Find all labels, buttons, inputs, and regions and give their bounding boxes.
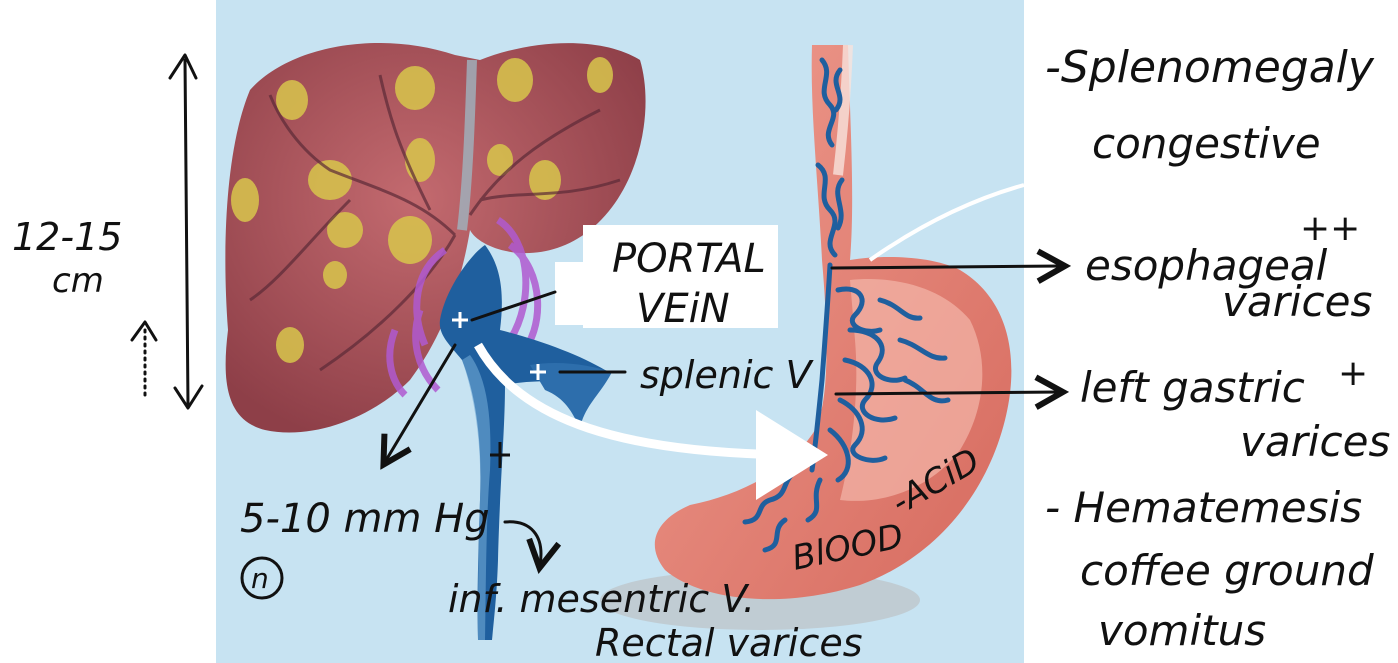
portal-vein-label-line2: VEiN	[636, 286, 730, 332]
portal-vein-label-line1: PORTAL	[612, 236, 766, 282]
esophageal-varices-label: varices	[1222, 277, 1372, 326]
size-unit: cm	[52, 261, 104, 301]
size-arrow	[170, 55, 202, 408]
left-gastric-label: left gastric	[1080, 363, 1305, 412]
rectal-varices-label: Rectal varices	[595, 621, 863, 663]
vomitus-label: vomitus	[1098, 606, 1266, 655]
left-gastric-plus: +	[1338, 353, 1368, 394]
congestive-label: congestive	[1092, 119, 1321, 168]
small-up-arrow	[132, 322, 156, 395]
left-gastric-arrow	[836, 392, 1060, 394]
pressure-label: 5-10 mm Hg	[240, 496, 490, 542]
hematemesis-label: - Hematemesis	[1045, 483, 1362, 532]
esophageal-plus: ++	[1300, 208, 1360, 249]
left-gastric-varices-label: varices	[1240, 417, 1390, 466]
splenic-vein-label: splenic V	[640, 353, 814, 397]
splenomegaly-label: -Splenomegaly	[1045, 42, 1375, 93]
inf-mesenteric-label: inf. mesentric V.	[448, 577, 755, 621]
esophageal-arrow	[832, 266, 1062, 268]
size-value: 12-15	[12, 215, 122, 259]
coffee-ground-label: coffee ground	[1080, 546, 1374, 595]
normal-mark: n	[251, 562, 269, 595]
